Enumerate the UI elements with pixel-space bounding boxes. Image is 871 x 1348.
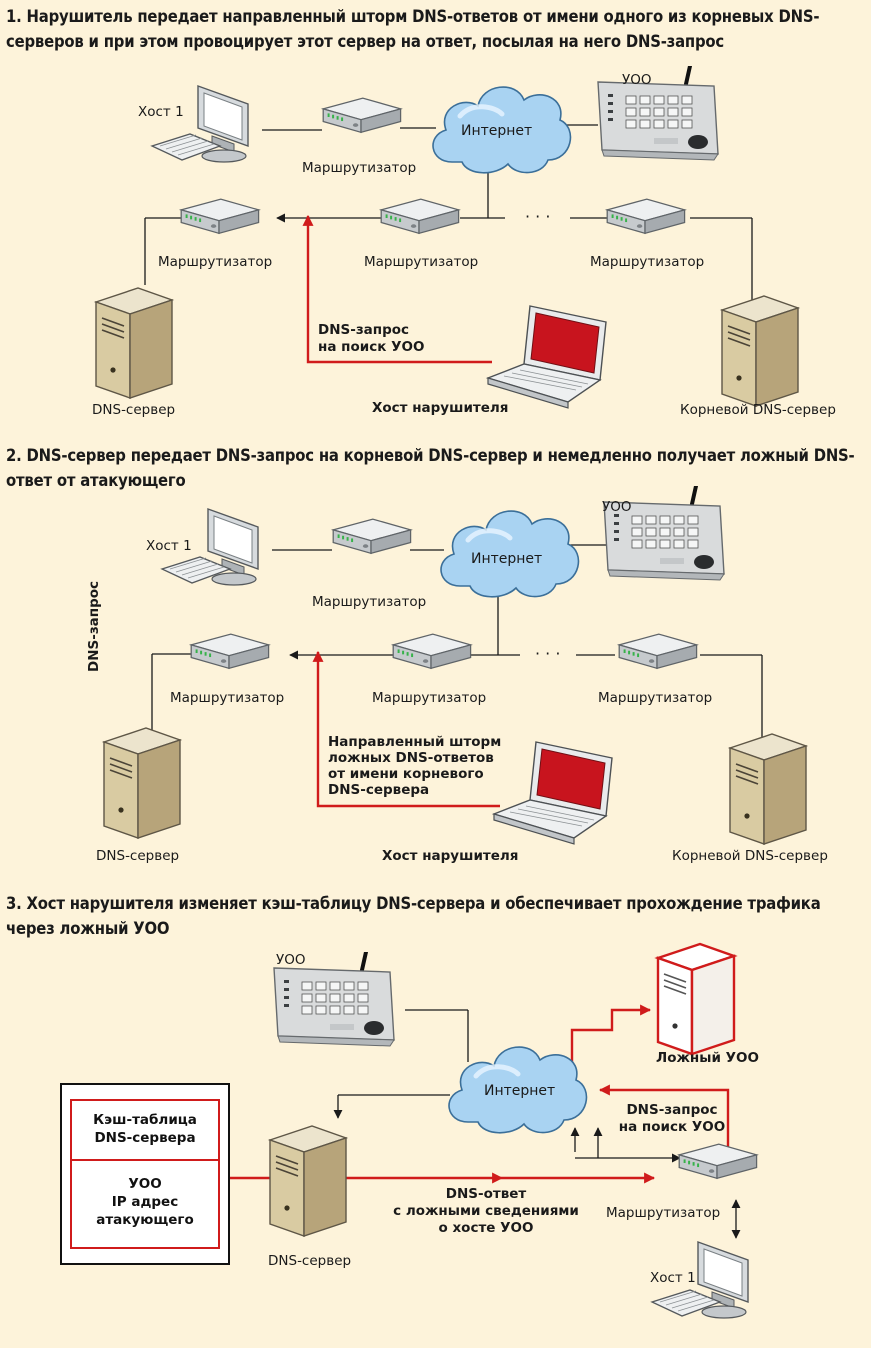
step-1-diagram: Интернет: [95, 66, 799, 409]
step-2-router-top-icon: [332, 517, 412, 555]
step-1-router-top-label: Маршрутизатор: [302, 160, 417, 176]
step-2-router-mid-icon: [392, 632, 472, 670]
step-3-dns-server-label: DNS-сервер: [268, 1253, 352, 1269]
step-1-title: 1. Нарушитель передает направленный штор…: [6, 7, 820, 51]
step-2-router-left-icon: [190, 632, 270, 670]
step-1-router-left-label: Маршрутизатор: [158, 254, 273, 270]
step-3-fake-uoo-icon: [656, 942, 736, 1056]
step-2-router-left-label: Маршрутизатор: [170, 690, 285, 706]
step-3-title: 3. Хост нарушителя изменяет кэш-таблицу …: [6, 894, 821, 938]
step-3-dns-request-label: DNS-запрос на поиск УОО: [618, 1102, 726, 1135]
step-1-root-dns-label: Корневой DNS-сервер: [680, 402, 836, 418]
cache-table-divider: [72, 1159, 218, 1161]
step-2-router-right-label: Маршрутизатор: [598, 690, 713, 706]
step-3-router-label: Маршрутизатор: [606, 1205, 721, 1221]
step-2-diagram: Интернет: [103, 486, 807, 845]
step-1-dots: · · ·: [525, 207, 551, 226]
step-2-router-mid-label: Маршрутизатор: [372, 690, 487, 706]
step-2-attack-line: [312, 650, 500, 808]
step-1-router-right-label: Маршрутизатор: [590, 254, 705, 270]
step-2-dns-server-icon: [103, 727, 181, 839]
step-1-router-top-icon: [322, 96, 402, 134]
cache-table-inner: Кэш-таблица DNS-сервера УОО IP адрес ата…: [70, 1099, 220, 1249]
step-2-storm-label: Направленный шторм ложных DNS-ответов от…: [328, 734, 502, 798]
step-1-attack-line: [302, 214, 492, 364]
step-2-internet-label: Интернет: [471, 551, 542, 567]
step-1-router-mid-label: Маршрутизатор: [364, 254, 479, 270]
step-1-router-left-icon: [180, 198, 260, 235]
step-1-dns-server-label: DNS-сервер: [92, 402, 176, 418]
step-1-router-right-icon: [606, 198, 686, 235]
step-1-dns-request-label: DNS-запрос на поиск УОО: [318, 322, 425, 355]
step-3-dns-response-label: DNS-ответ с ложными сведениями о хосте У…: [393, 1186, 579, 1236]
step-3-dns-server-icon: [269, 1125, 347, 1237]
step-2-title: 2. DNS-сервер передает DNS-запрос на кор…: [6, 446, 855, 490]
step-3-fake-uoo-label: Ложный УОО: [656, 1050, 759, 1066]
step-2-links: [151, 544, 763, 742]
step-1-uoo-label: УОО: [622, 72, 652, 88]
step-1-attacker-laptop-icon: [487, 305, 607, 409]
cache-table-box: Кэш-таблица DNS-сервера УОО IP адрес ата…: [60, 1083, 230, 1265]
step-2-dots: · · ·: [535, 644, 561, 663]
step-2-dns-request-vertical-label: DNS-запрос: [86, 580, 102, 672]
step-3-host1-label: Хост 1: [650, 1270, 696, 1286]
step-2-uoo-label: УОО: [602, 499, 632, 515]
step-1-dns-server-icon: [95, 287, 173, 399]
step-1-attacker-label: Хост нарушителя: [372, 400, 509, 416]
step-2-host1-label: Хост 1: [146, 538, 192, 554]
step-3-router-icon: [678, 1142, 758, 1180]
step-2-router-right-icon: [618, 632, 698, 670]
step-3-diagram: Интернет: [230, 942, 758, 1319]
step-2-attacker-laptop-icon: [493, 741, 613, 845]
step-2-router-top-label: Маршрутизатор: [312, 594, 427, 610]
step-3-attack-lines: [230, 1004, 730, 1184]
step-3-internet-label: Интернет: [484, 1083, 555, 1099]
step-1-root-dns-icon: [721, 295, 799, 407]
step-2-attacker-label: Хост нарушителя: [382, 848, 519, 864]
cache-table-entry: УОО IP адрес атакующего: [96, 1176, 194, 1228]
step-2-root-dns-label: Корневой DNS-сервер: [672, 848, 828, 864]
step-1-internet-label: Интернет: [461, 123, 532, 139]
step-1-router-mid-icon: [380, 198, 460, 235]
cache-table-title: Кэш-таблица DNS-сервера: [93, 1112, 197, 1146]
step-1-host1-icon: [151, 85, 249, 163]
step-3-links: [333, 1009, 741, 1239]
step-2-root-dns-icon: [729, 733, 807, 845]
step-1-host1-label: Хост 1: [138, 104, 184, 120]
step-3-uoo-label: УОО: [276, 952, 306, 968]
step-2-dns-server-label: DNS-сервер: [96, 848, 180, 864]
step-1-links: [144, 124, 753, 302]
step-1-uoo-icon: [596, 66, 720, 162]
